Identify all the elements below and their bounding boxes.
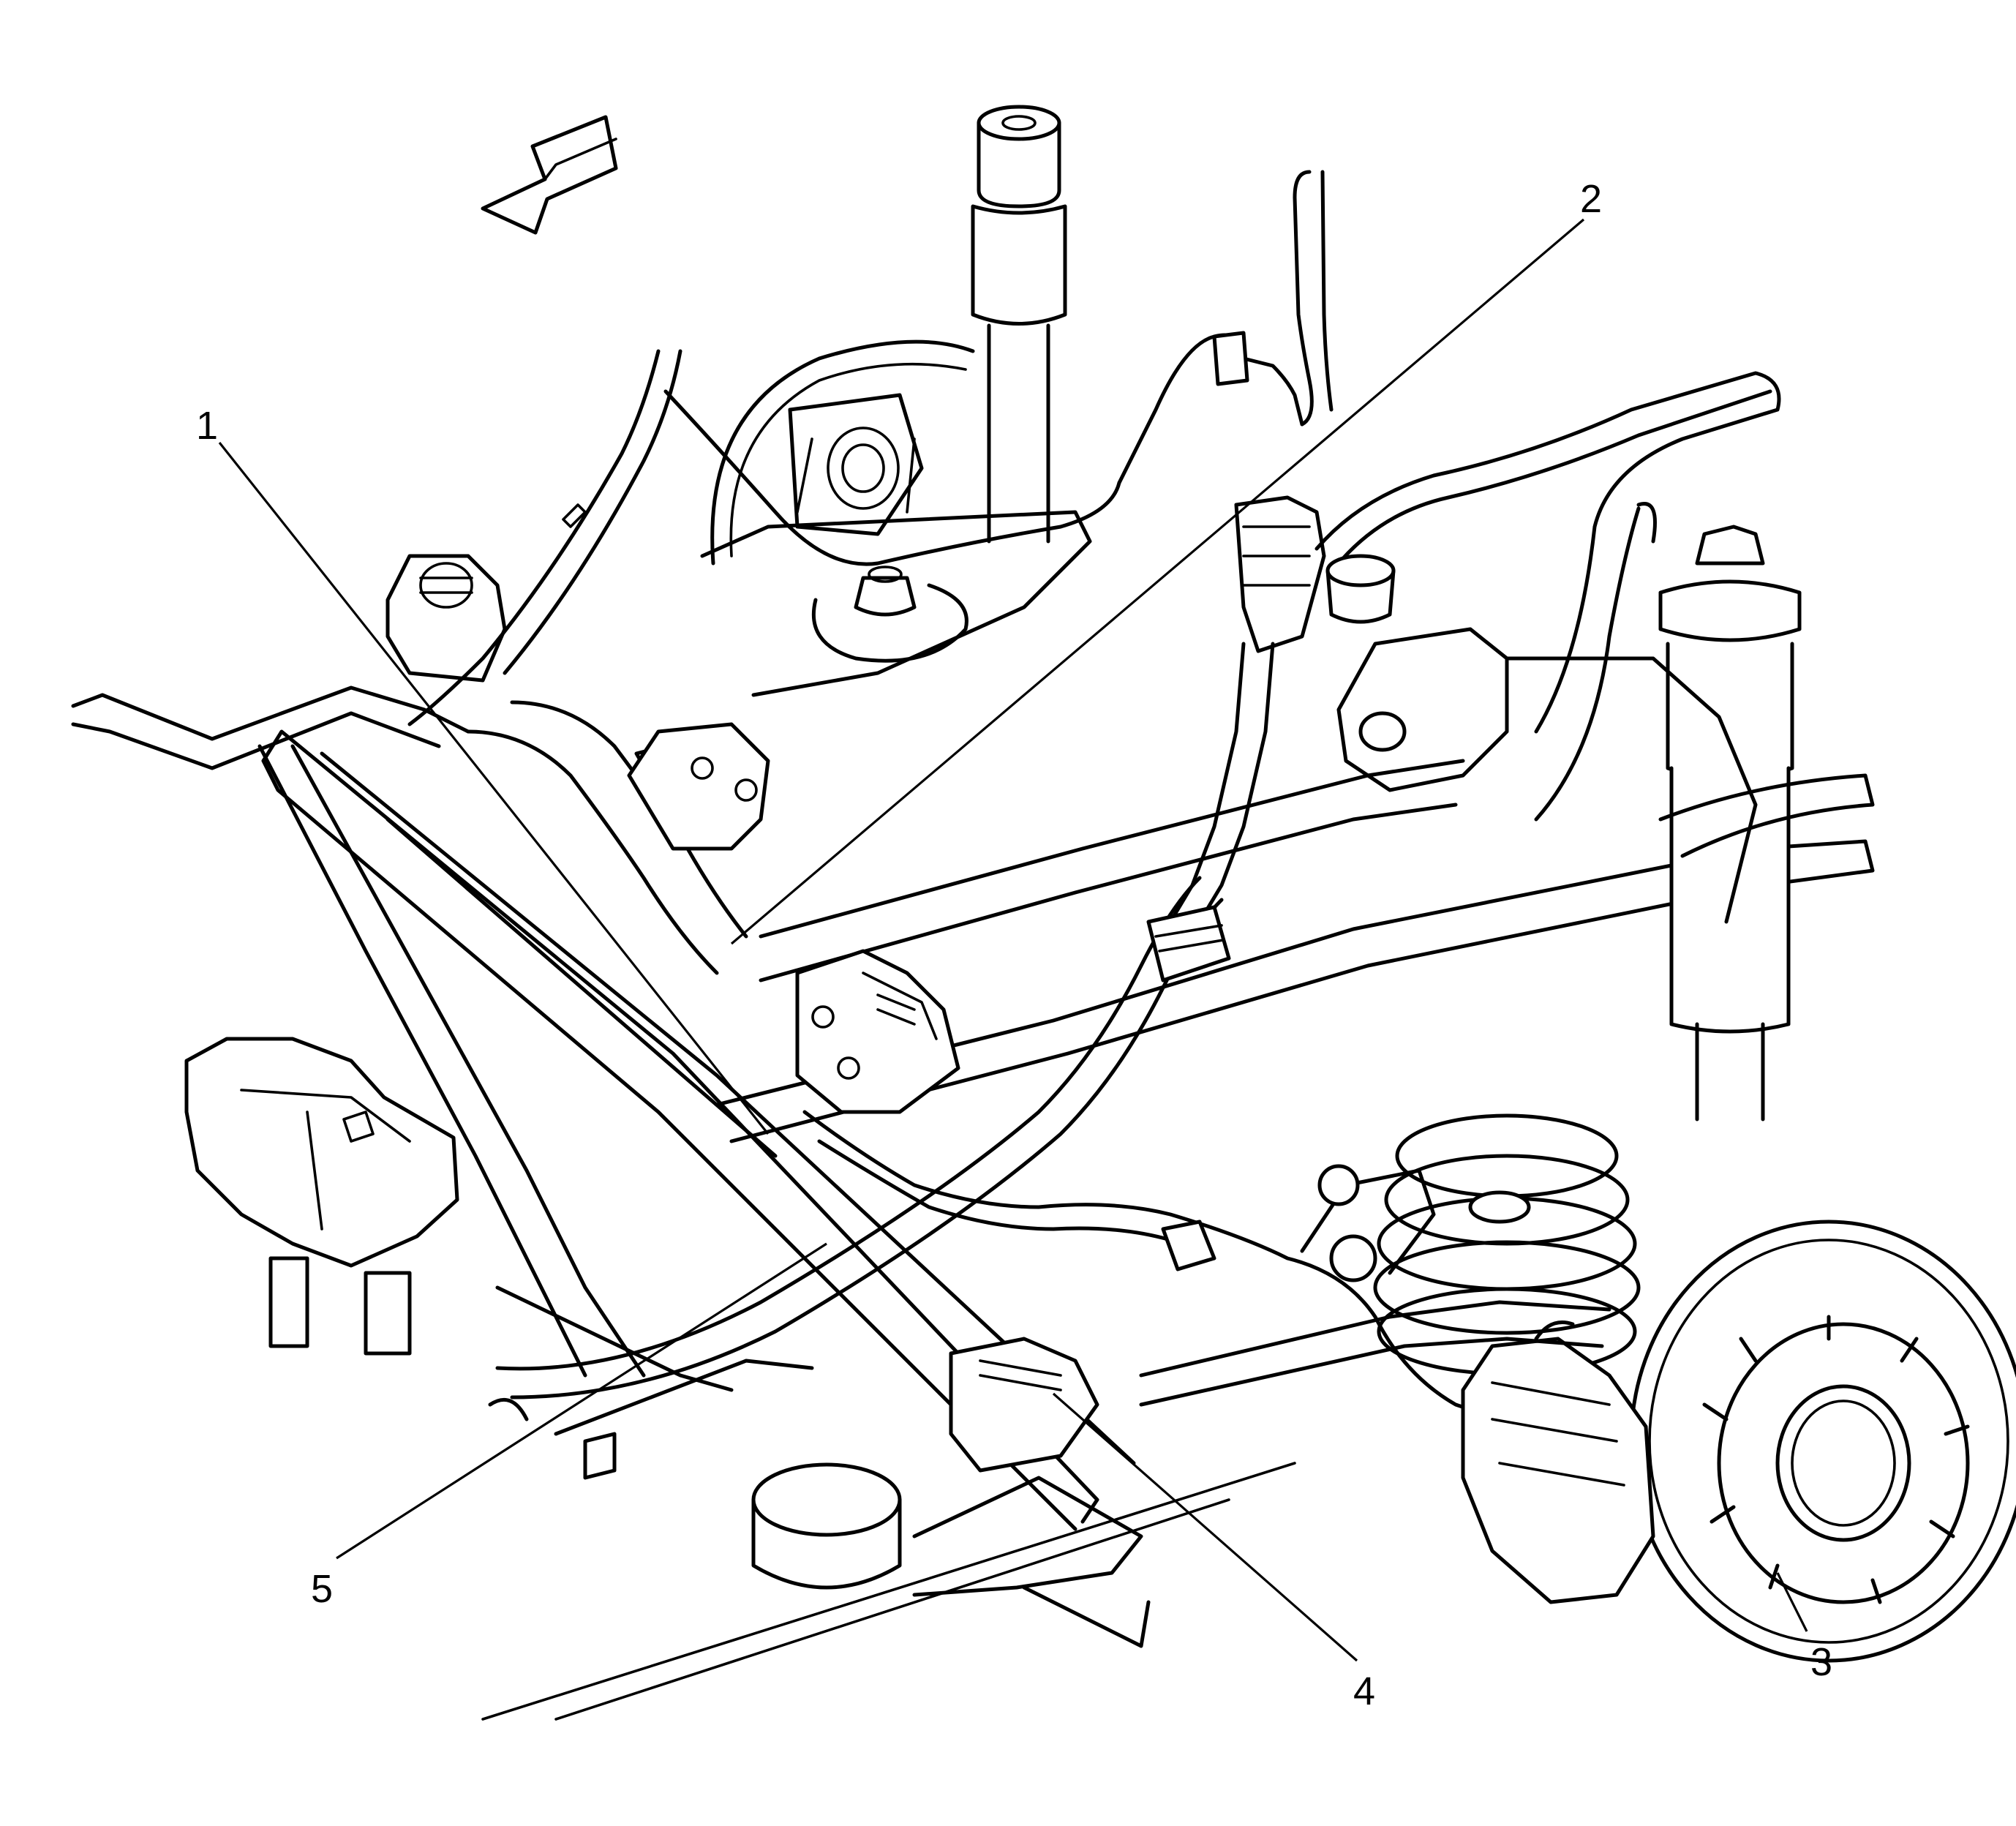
lower-trailing-link-mount — [751, 1337, 1151, 1648]
right-brake-caliper — [1461, 1320, 1655, 1604]
left-bushing-bracket — [385, 554, 507, 683]
left-frame-rail — [71, 685, 814, 1436]
callout-leaders — [218, 218, 1808, 1662]
callout-4: 4 — [1353, 1669, 1375, 1713]
rear-strut-left — [971, 105, 1067, 544]
leader-4 — [1052, 1392, 1358, 1662]
right-harness-connector — [1168, 495, 1326, 924]
callout-2: 2 — [1580, 177, 1602, 221]
forward-direction-arrow-icon — [481, 115, 618, 235]
callout-3: 3 — [1810, 1640, 1832, 1684]
wheel-stud-icon — [1702, 1315, 1970, 1604]
center-hanger-bracket — [627, 722, 770, 851]
rear-strut-right — [1658, 525, 1802, 1121]
right-coil-spring — [1373, 1113, 1641, 1376]
left-electronic-module — [184, 1037, 459, 1356]
left-lower-link — [488, 1397, 617, 1480]
callout-5: 5 — [311, 1567, 333, 1611]
right-lower-control-arm — [1139, 1164, 1611, 1407]
ground-reference-lines — [481, 1462, 1296, 1721]
left-spring-seat — [700, 510, 1092, 697]
leader-2 — [730, 218, 1585, 945]
right-tail-wire — [1658, 773, 1875, 858]
leader-1 — [218, 442, 770, 1135]
rear-axle-tube — [715, 759, 1875, 1143]
main-wiring-harness — [495, 876, 1231, 1399]
upper-harness-left — [663, 170, 1334, 566]
right-frame-bracket — [1325, 554, 1758, 924]
callout-labels: 1 2 3 4 5 — [196, 177, 1832, 1713]
left-upper-harness — [407, 349, 682, 726]
center-bushing-bracket — [795, 949, 960, 1114]
lower-wiring-harness — [802, 1110, 1502, 1421]
right-brake-rotor — [1629, 1220, 2016, 1663]
leader-5 — [336, 1242, 827, 1560]
leader-3 — [1776, 1572, 1808, 1632]
callout-1: 1 — [196, 404, 218, 448]
right-upper-harness — [1314, 371, 1781, 822]
rear-rotor-left — [710, 339, 975, 566]
